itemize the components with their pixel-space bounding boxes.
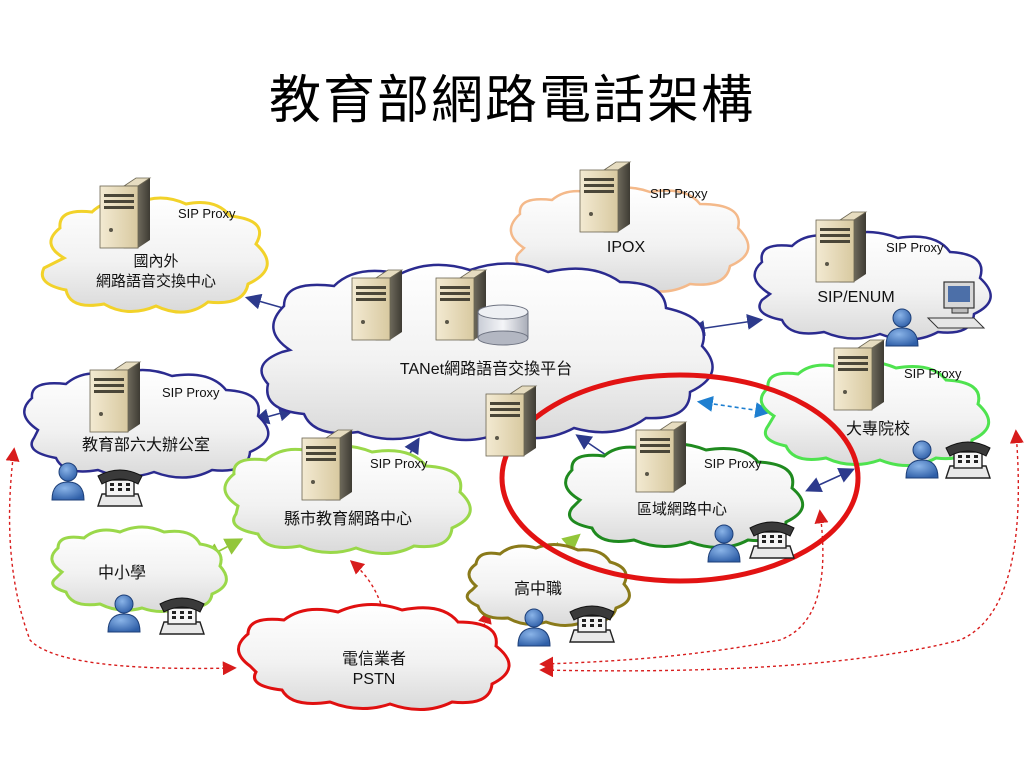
page-title: 教育部網路電話架構 <box>268 71 755 131</box>
tanet-platform-label: TANet網路語音交換平台 <box>400 360 572 378</box>
sip-enum-label: SIP/ENUM <box>817 289 894 306</box>
sip-proxy-label: SIP Proxy <box>162 385 220 400</box>
server-icon <box>89 361 141 433</box>
telephone-icon <box>945 441 991 479</box>
pstn-label-line2: PSTN <box>353 671 396 688</box>
sip-proxy-label: SIP Proxy <box>178 206 236 221</box>
sip-proxy-label: SIP Proxy <box>370 456 428 471</box>
intl-exchange-label-line2: 網路語音交換中心 <box>96 272 216 290</box>
link-regional-pstn <box>539 509 829 671</box>
moe-offices-label: 教育部六大辦公室 <box>82 436 210 454</box>
regional-center-label: 區域網路中心 <box>637 501 727 518</box>
cloud-regional-center <box>564 442 804 549</box>
server-icon <box>99 177 151 249</box>
telephone-icon <box>159 597 205 635</box>
server-icon <box>485 385 537 457</box>
sip-proxy-label: SIP Proxy <box>704 456 762 471</box>
server-icon <box>833 339 885 411</box>
county-center-label: 縣市教育網路中心 <box>284 510 412 528</box>
ipox-label: IPOX <box>607 239 646 256</box>
link-tanet-univ <box>696 395 772 419</box>
cloud-universities <box>759 360 990 467</box>
database-icon <box>477 304 529 346</box>
cloud-sip-enum <box>753 230 992 341</box>
telephone-icon <box>97 469 143 507</box>
cloud-moe-offices <box>23 368 270 479</box>
intl-exchange-label-line1: 國內外 <box>133 253 178 270</box>
server-icon <box>301 429 353 501</box>
sip-proxy-label: SIP Proxy <box>886 240 944 255</box>
cloud-pstn <box>237 602 511 712</box>
cloud-primary-schools <box>50 525 228 613</box>
cloud-county-center <box>223 444 472 555</box>
universities-label: 大專院校 <box>846 420 910 438</box>
server-icon <box>815 211 867 283</box>
primary-schools-label: 中小學 <box>98 564 146 582</box>
link-regional-univ <box>805 468 855 492</box>
cloud-intl-exchange <box>40 196 269 314</box>
sip-proxy-label: SIP Proxy <box>904 366 962 381</box>
sip-proxy-label: SIP Proxy <box>650 186 708 201</box>
server-icon <box>351 269 403 341</box>
server-icon <box>635 421 687 493</box>
server-icon <box>579 161 631 233</box>
computer-icon <box>926 281 986 329</box>
highlight-ring <box>499 372 861 584</box>
high-schools-label: 高中職 <box>514 580 562 598</box>
link-moe-pstn <box>5 447 237 676</box>
pstn-label-line1: 電信業者 <box>342 650 406 668</box>
